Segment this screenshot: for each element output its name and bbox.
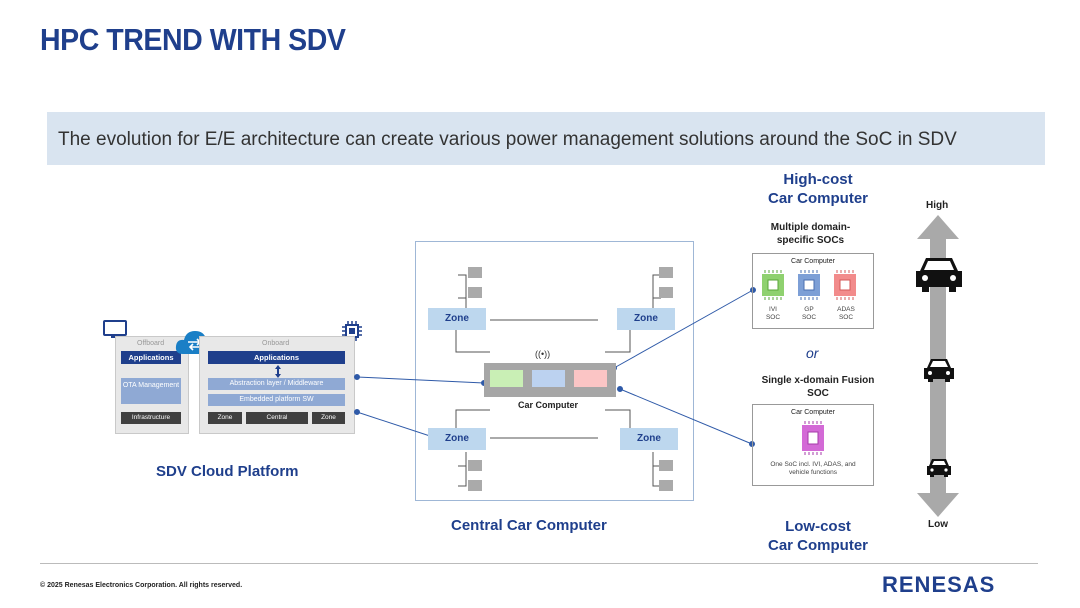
soc-chip-icons <box>762 270 856 300</box>
infrastructure-bar: Infrastructure <box>121 412 181 424</box>
ecu-block <box>659 267 673 278</box>
ecu-block <box>659 480 673 491</box>
ecu-block <box>468 287 482 298</box>
small-car-icon <box>927 459 951 477</box>
copyright: © 2025 Renesas Electronics Corporation. … <box>40 582 243 589</box>
zone-bottom-right: Zone <box>620 428 678 450</box>
ecu-block <box>468 267 482 278</box>
low-cost-label: Low-cost Car Computer <box>767 518 868 554</box>
ecu-block <box>659 460 673 471</box>
ecu-block <box>468 480 482 491</box>
car-computer-label: Car Computer <box>517 400 580 410</box>
arrow-updown-icon <box>274 365 282 378</box>
zone-bottom-left: Zone <box>428 428 486 450</box>
box1-title: Car Computer <box>791 258 835 265</box>
offboard-applications: Applications <box>121 351 181 364</box>
gp-soc-label: GP SOC <box>801 306 817 321</box>
soc-blue <box>532 370 565 387</box>
fusion-soc-box <box>752 404 874 486</box>
single-soc-label: Single x-domain Fusion SOC <box>761 375 875 399</box>
onboard-label: Onboard <box>262 340 290 347</box>
ota-management: OTA Management <box>121 378 181 404</box>
page-title: HPC TREND WITH SDV <box>40 22 346 57</box>
medium-car-icon <box>924 359 954 382</box>
onboard-applications: Applications <box>208 351 345 364</box>
central-bar: Central <box>246 412 308 424</box>
high-cost-label: High-cost Car Computer <box>767 171 868 207</box>
wireless-icon: ((•)) <box>535 349 551 359</box>
fusion-chip-icon <box>802 421 824 455</box>
multi-soc-box <box>752 253 874 329</box>
multi-soc-label: Multiple domain- specific SOCs <box>770 222 851 246</box>
adas-soc-label: ADAS SOC <box>837 306 855 321</box>
scale-low-label: Low <box>928 519 948 530</box>
banner <box>47 112 1045 165</box>
central-caption: Central Car Computer <box>451 517 607 534</box>
footer-divider <box>40 563 1038 564</box>
soc-green <box>490 370 523 387</box>
central-frame <box>415 241 694 501</box>
offboard-label: Offboard <box>137 340 165 347</box>
renesas-logo: RENESAS <box>882 572 996 597</box>
banner-text: The evolution for E/E architecture can c… <box>58 129 957 150</box>
zone-top-right: Zone <box>617 308 675 330</box>
zone-top-left: Zone <box>428 308 486 330</box>
cloud-caption: SDV Cloud Platform <box>156 463 299 480</box>
zone-left-bar: Zone <box>208 412 242 424</box>
or-label: or <box>806 345 819 361</box>
ivi-soc-label: IVI SOC <box>765 306 781 321</box>
scale-high-label: High <box>926 200 949 211</box>
large-car-icon <box>916 258 962 292</box>
embedded-platform: Embedded platform SW <box>208 394 345 406</box>
fusion-desc: One SoC incl. IVI, ADAS, and vehicle fun… <box>770 461 856 476</box>
box2-title: Car Computer <box>791 409 835 416</box>
zone-right-bar: Zone <box>312 412 345 424</box>
ecu-block <box>468 460 482 471</box>
ecu-block <box>659 287 673 298</box>
abstraction-layer: Abstraction layer / Middleware <box>208 378 345 390</box>
soc-red <box>574 370 607 387</box>
